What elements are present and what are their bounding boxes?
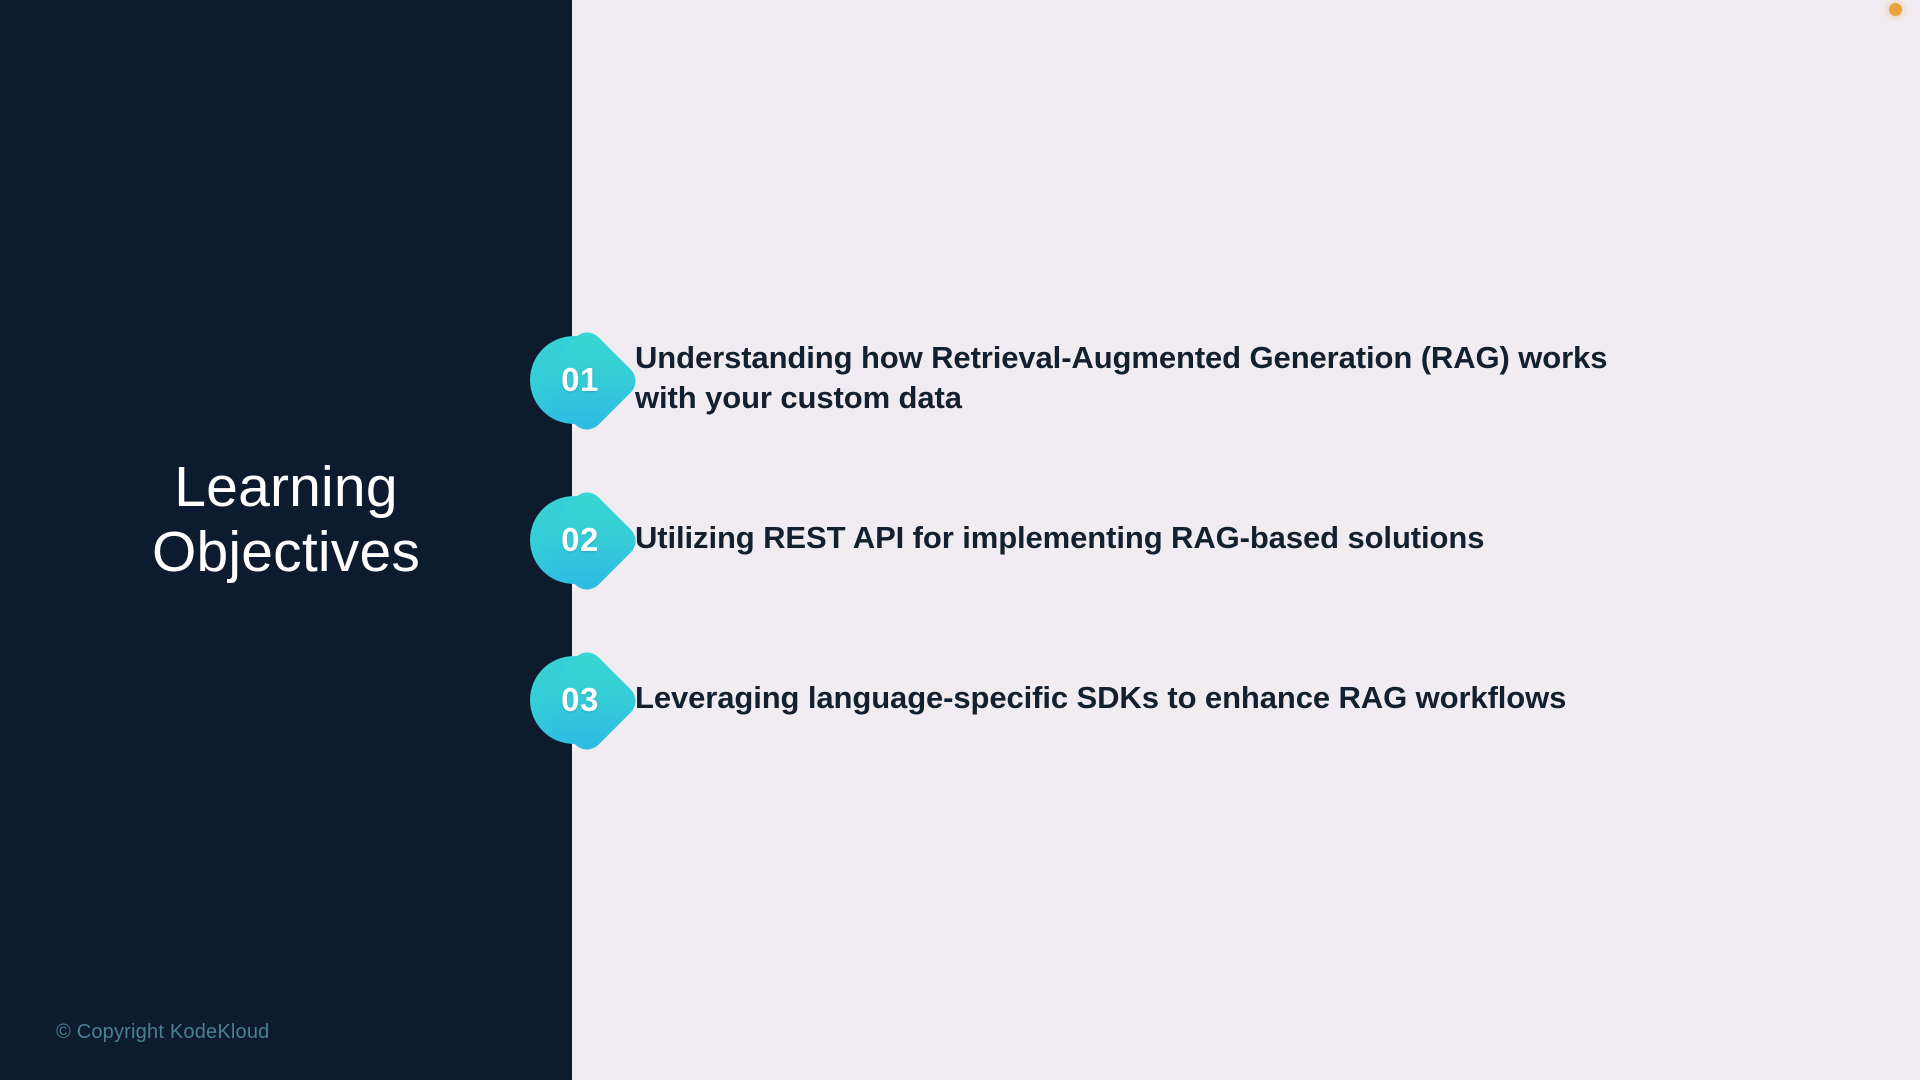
list-item: 01 Understanding how Retrieval-Augmented… xyxy=(0,322,1920,438)
right-content-panel xyxy=(572,0,1920,1080)
objective-number-badge: 02 xyxy=(528,482,644,598)
objective-text: Utilizing REST API for implementing RAG-… xyxy=(635,520,1485,555)
list-item: 03 Leveraging language-specific SDKs to … xyxy=(0,642,1920,758)
corner-dot-icon xyxy=(1889,3,1902,16)
copyright-notice: © Copyright KodeKloud xyxy=(56,1021,270,1043)
objective-number: 03 xyxy=(561,681,599,718)
list-item: 02 Utilizing REST API for implementing R… xyxy=(0,482,1920,598)
objective-number: 01 xyxy=(561,361,599,398)
objective-text: Understanding how Retrieval-Augmented Ge… xyxy=(635,340,1608,415)
objective-number-badge: 01 xyxy=(528,322,644,438)
objective-number-badge: 03 xyxy=(528,642,644,758)
objective-text: Leveraging language-specific SDKs to enh… xyxy=(635,680,1567,715)
left-title-panel: Learning Objectives © Copyright KodeKlou… xyxy=(0,0,572,1080)
objective-number: 02 xyxy=(561,521,599,558)
page-title: Learning Objectives xyxy=(151,455,421,584)
